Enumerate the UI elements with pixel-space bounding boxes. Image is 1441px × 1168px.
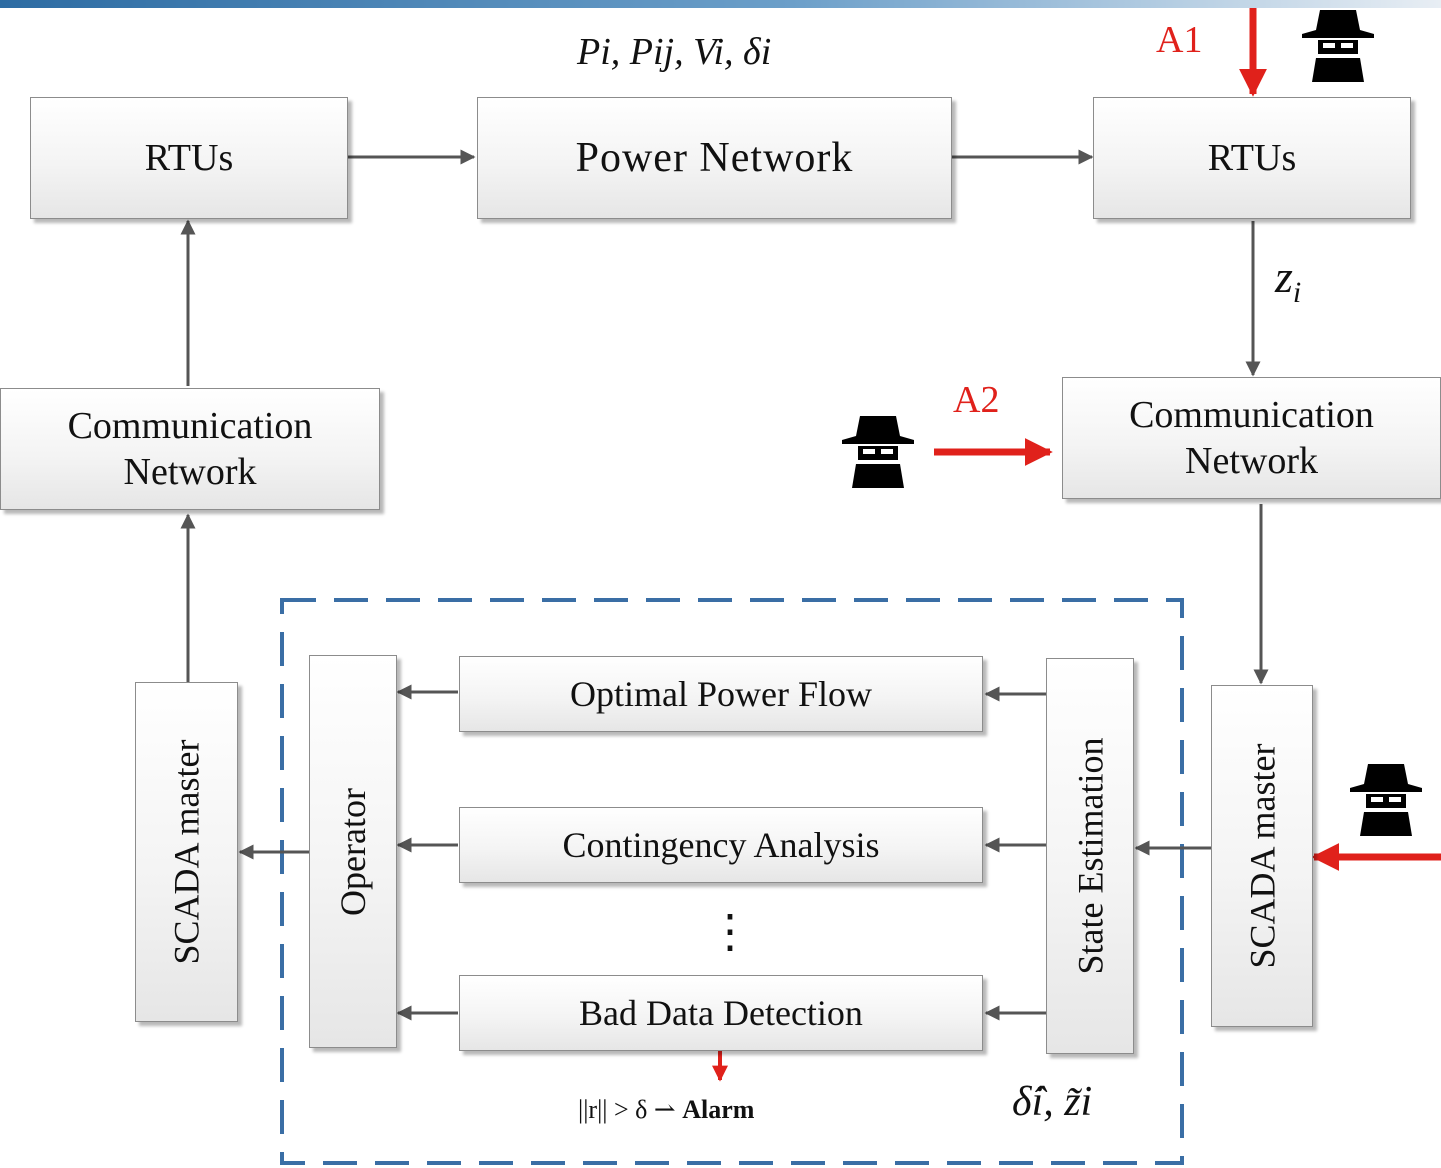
measurement-variables-label: Pi, Pij, Vi, δi <box>577 31 772 73</box>
top-accent-bar <box>0 0 1441 8</box>
zi-main: z <box>1275 251 1293 302</box>
scada-left-label: SCADA master <box>166 739 207 965</box>
hacker-icon <box>842 416 914 488</box>
alarm-condition-text: ||r|| > δ ⇀ <box>578 1095 676 1124</box>
bad-data-label: Bad Data Detection <box>579 993 863 1033</box>
rtus-right-label: RTUs <box>1207 137 1297 179</box>
rtus-left-label: RTUs <box>144 137 234 179</box>
comm-right-line1: Communication <box>1129 394 1374 436</box>
dashed-control-center-border <box>280 598 1184 1165</box>
zi-sub: i <box>1292 276 1302 310</box>
attack-label-a2: A2 <box>953 379 1000 421</box>
estimate-label: δ̂i, z̃i <box>1012 1079 1093 1125</box>
contingency-analysis-box: Contingency Analysis <box>459 807 983 883</box>
contingency-label: Contingency Analysis <box>562 825 880 865</box>
zi-label: zi <box>1275 250 1301 310</box>
scada-master-right-box: SCADA master <box>1211 685 1313 1027</box>
power-network-box: Power Network <box>477 97 952 219</box>
attack-label-a1: A1 <box>1156 19 1203 61</box>
bad-data-detection-box: Bad Data Detection <box>459 975 983 1051</box>
ellipsis-dots: ⋮ <box>707 906 753 957</box>
comm-left-line2: Network <box>123 451 257 493</box>
hacker-icon <box>1302 10 1374 82</box>
operator-label: Operator <box>333 787 373 916</box>
state-estimation-label: State Estimation <box>1070 737 1111 975</box>
rtus-left-box: RTUs <box>30 97 348 219</box>
optimal-power-flow-box: Optimal Power Flow <box>459 656 983 732</box>
alarm-word: Alarm <box>682 1095 755 1124</box>
comm-left-line1: Communication <box>67 405 313 447</box>
scada-right-label: SCADA master <box>1242 743 1282 969</box>
alarm-condition: ||r|| > δ ⇀ Alarm <box>578 1095 754 1125</box>
scada-master-left-box: SCADA master <box>135 682 238 1022</box>
operator-box: Operator <box>309 655 397 1048</box>
comm-right-line2: Network <box>1185 440 1318 482</box>
hacker-icon <box>1350 764 1422 836</box>
communication-network-left-box: Communication Network <box>0 388 380 510</box>
opf-label: Optimal Power Flow <box>570 674 872 714</box>
state-estimation-box: State Estimation <box>1046 658 1134 1054</box>
communication-network-right-box: Communication Network <box>1062 377 1441 499</box>
rtus-right-box: RTUs <box>1093 97 1411 219</box>
power-network-label: Power Network <box>575 135 854 181</box>
